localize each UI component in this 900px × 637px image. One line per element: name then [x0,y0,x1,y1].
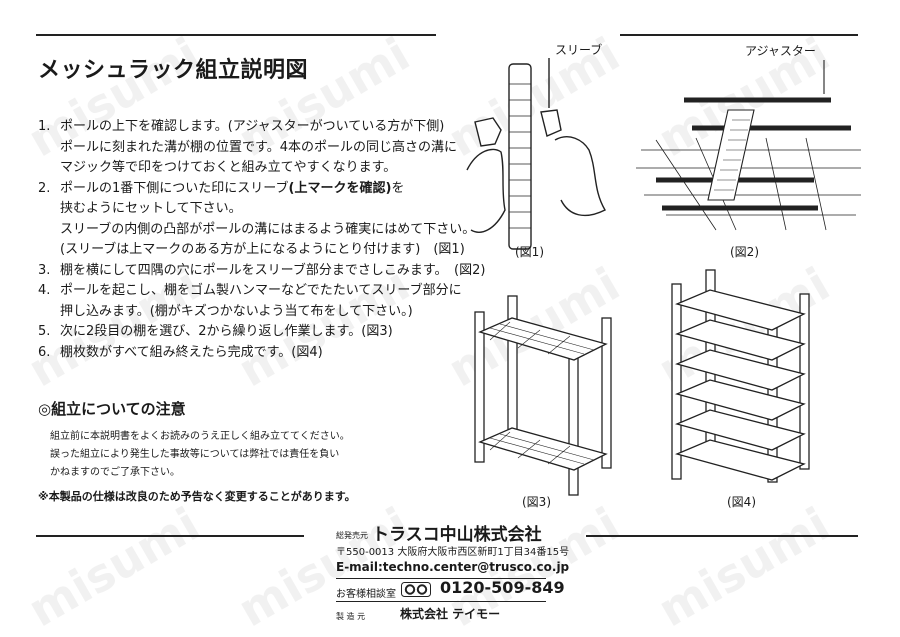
step-1: 1. ポールの上下を確認します。(アジャスターがついている方が下側) ポールに刻… [38,117,478,179]
step-3: 3. 棚を横にして四隅の穴にポールをスリーブ部分までさしこみます。 (図2) [38,261,485,282]
footer-divider [336,601,546,602]
step-text: を [391,180,405,196]
step-number: 6. [38,344,51,360]
step-number: 3. [38,262,51,278]
figure-4-illustration [671,269,810,483]
watermark: misumi [649,496,839,637]
adjuster-label: アジャスター [745,44,816,58]
free-dial-icon [401,582,431,597]
notice-line: 組立前に本説明書をよくお読みのうえ正しく組み立ててください。 [50,431,350,442]
watermark: misumi [19,496,209,637]
consult-label: お客様相談室 [336,589,396,600]
step-line: マジック等で印をつけておくと組み立てやすくなります。 [60,160,397,175]
footer-rule-left [36,535,304,537]
sleeve-label: スリーブ [555,43,603,57]
step-line: ポールに刻まれた溝が棚の位置です。4本のポールの同じ高さの溝に [60,139,457,155]
page-title: メッシュラック組立説明図 [38,58,309,83]
phone-number: 0120-509-849 [440,578,565,597]
notice-heading: ◎組立についての注意 [38,400,186,418]
figure-4-caption: (図4) [727,495,756,509]
figure-3-illustration [474,295,612,496]
figure-2-caption: (図2) [730,245,759,259]
top-rule-right [620,34,858,36]
step-number: 5. [38,324,51,339]
footer-rule-right [586,535,858,537]
step-number: 2. [38,180,51,196]
step-line: 次に2段目の棚を選び、2から繰り返し作業します。(図3) [60,324,393,339]
step-5: 5. 次に2段目の棚を選び、2から繰り返し作業します。(図3) [38,322,478,343]
maker-tag: 製 造 元 [336,612,366,621]
step-line: ポールの上下を確認します。(アジャスターがついている方が下側) [60,119,445,134]
step-emphasis: (上マークを確認) [288,180,392,196]
distributor-tag: 総発売元 [336,531,368,540]
step-line: スリーブの内側の凸部がポールの溝にはまるよう確実にはめて下さい。 [60,221,476,237]
figure-1-illustration [466,58,606,250]
step-line: 棚枚数がすべて組み終えたら完成です。(図4) [60,344,323,360]
figure-2-illustration [636,60,861,231]
step-line: ポールの1番下側についた印にスリーブ(上マークを確認)を [60,179,475,200]
step-line: (スリーブは上マークのある方が上になるようにとり付けます) (図1) [60,242,465,257]
footer-divider [336,578,546,579]
step-text: ポールの1番下側についた印にスリーブ [60,180,289,196]
email-address: E-mail:techno.center@trusco.co.jp [336,560,570,574]
figure-3-caption: (図3) [522,495,551,509]
distributor-address: 〒550-0013 大阪府大阪市西区新町1丁目34番15号 [336,547,570,558]
step-4: 4. ポールを起こし、棚をゴム製ハンマーなどでたたいてスリーブ部分に 押し込みま… [38,281,478,322]
step-number: 4. [38,283,51,298]
step-line: ポールを起こし、棚をゴム製ハンマーなどでたたいてスリーブ部分に [60,283,462,298]
step-2: 2. ポールの1番下側についた印にスリーブ(上マークを確認)を 挟むようにセット… [38,179,478,261]
spec-note: ※本製品の仕様は改良のため予告なく変更することがあります。 [38,490,356,503]
instruction-steps: 1. ポールの上下を確認します。(アジャスターがついている方が下側) ポールに刻… [38,117,485,364]
notice-body: 組立前に本説明書をよくお読みのうえ正しく組み立ててください。 誤った組立により発… [50,428,350,482]
step-line: 押し込みます。(棚がキズつかないよう当て布をして下さい。) [60,303,413,319]
notice-line: 誤った組立により発生した事故等については弊社では責任を負い [50,449,340,460]
maker-name: 株式会社 テイモー [400,607,501,621]
top-rule-left [36,34,436,36]
step-line: 挟むようにセットして下さい。 [60,201,242,216]
step-line: 棚を横にして四隅の穴にポールをスリーブ部分までさしこみます。 (図2) [60,262,486,278]
notice-line: かねますのでご了承下さい。 [50,467,180,478]
step-6: 6. 棚枚数がすべて組み終えたら完成です。(図4) [38,343,478,364]
figure-1-caption: (図1) [515,245,544,259]
distributor-name: トラスコ中山株式会社 [372,525,542,545]
step-number: 1. [38,119,51,134]
